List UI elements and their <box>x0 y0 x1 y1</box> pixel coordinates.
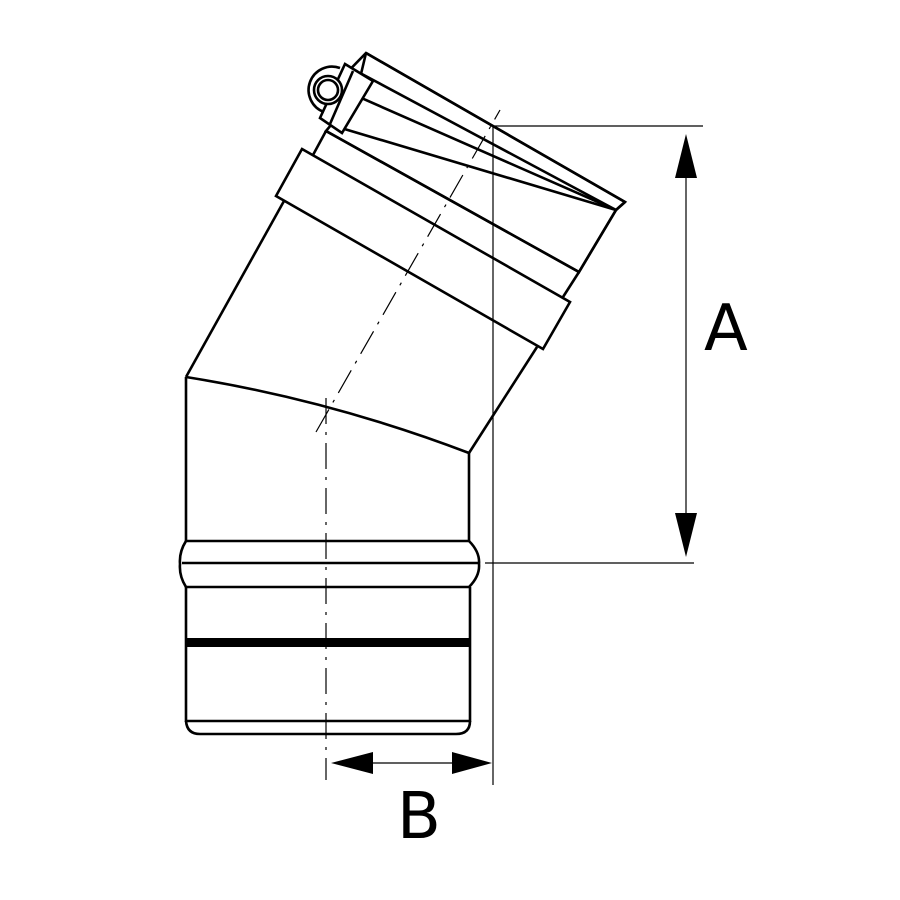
clamp-screw <box>307 62 375 135</box>
angled-centerline <box>315 109 501 433</box>
dim-b-arrow-right <box>452 752 492 774</box>
dim-a-label: A <box>704 292 748 366</box>
socket-bottom-edge <box>184 720 472 736</box>
clamp-band <box>274 147 572 351</box>
miter-seam <box>185 375 470 455</box>
dim-a-arrow-bottom <box>675 513 697 557</box>
upper-left-edge <box>184 200 286 378</box>
screw-lug-slot <box>328 70 355 125</box>
upper-pipe-section <box>184 51 628 454</box>
upper-right-edge <box>467 346 539 454</box>
neck-right-edge <box>561 271 581 298</box>
top-socket-edge <box>325 129 618 274</box>
dim-b-arrow-left <box>331 752 373 774</box>
centerlines <box>315 109 501 780</box>
rim-outer-line <box>365 51 626 204</box>
miter-joint <box>185 375 470 455</box>
lower-pipe-section <box>178 377 481 736</box>
screw-head-inner <box>316 78 340 102</box>
neck-left-edge <box>311 130 328 156</box>
rim-right-edge <box>615 201 626 211</box>
screw-eye <box>307 65 341 114</box>
dimension-a: A <box>485 125 748 564</box>
rim-inner-line <box>359 71 617 212</box>
dimension-b: B <box>331 126 494 854</box>
rim-left-edge <box>359 52 368 75</box>
seal-groove <box>185 638 471 647</box>
dim-b-label: B <box>397 780 441 854</box>
dim-a-arrow-top <box>675 134 697 178</box>
